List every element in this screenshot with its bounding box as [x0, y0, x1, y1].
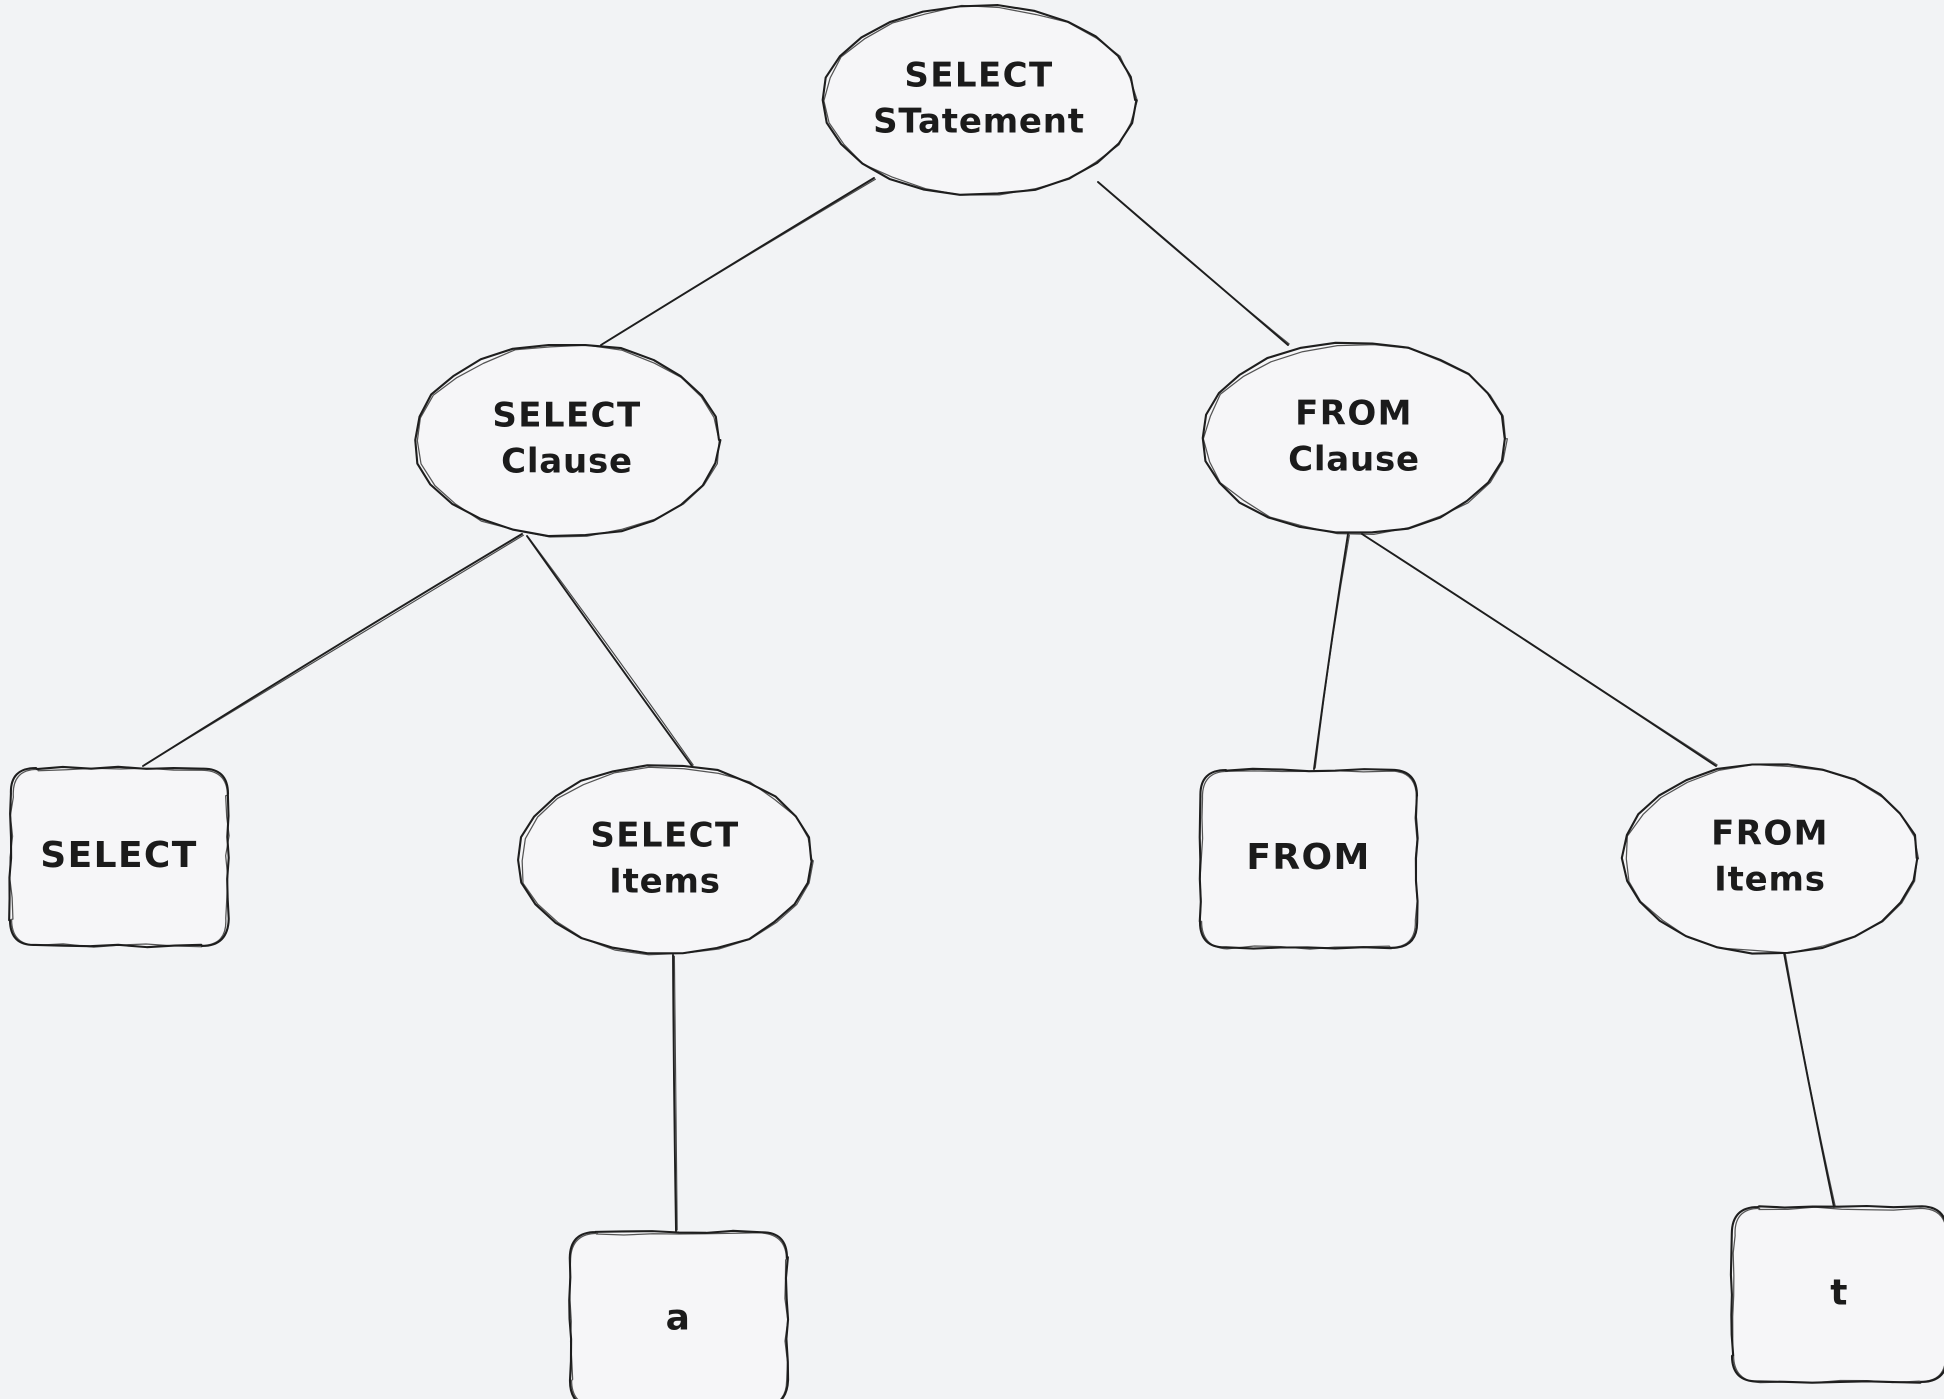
- node-label-select-statement-line-0: SELECT: [904, 56, 1053, 96]
- node-label-select-items-line-0: SELECT: [590, 816, 739, 856]
- node-from-items[interactable]: FROM Items: [1620, 763, 1920, 955]
- node-ellipse-ghost-select-statement: [823, 4, 1139, 196]
- node-ellipse-select-items: [517, 764, 813, 955]
- edge-select-clause-to-select-items[interactable]: [526, 535, 694, 767]
- node-label-from-terminal-line-0: FROM: [1246, 837, 1370, 878]
- edge-select-clause-to-select-terminal[interactable]: [142, 533, 524, 767]
- node-ellipse-from-clause: [1201, 341, 1506, 534]
- edge-from-items-to-from-item-t[interactable]: [1783, 952, 1836, 1208]
- node-rect-ghost-select-terminal: [9, 767, 230, 948]
- node-select-statement[interactable]: SELECT STatement: [821, 4, 1139, 196]
- node-label-select-clause-line-0: SELECT: [492, 396, 641, 436]
- node-label-select-items-line-1: Items: [609, 862, 721, 902]
- node-label-select-terminal-line-0: SELECT: [40, 835, 197, 876]
- node-label-from-clause-line-0: FROM: [1295, 394, 1413, 434]
- nodes-layer: SELECTSTatementSELECTClauseFROMClauseSEL…: [8, 4, 1944, 1399]
- node-from-terminal[interactable]: FROM: [1198, 767, 1419, 950]
- node-rect-from-terminal: [1198, 767, 1419, 950]
- node-label-select-clause-line-1: Clause: [501, 442, 633, 482]
- node-from-item-t[interactable]: t: [1729, 1204, 1944, 1384]
- node-ellipse-select-clause: [414, 343, 722, 538]
- edge-from-clause-to-from-terminal[interactable]: [1313, 533, 1350, 770]
- node-from-clause[interactable]: FROM Clause: [1201, 341, 1508, 536]
- node-label-from-clause-line-1: Clause: [1288, 440, 1420, 480]
- node-ellipse-from-items: [1620, 763, 1919, 955]
- node-select-item-a[interactable]: a: [568, 1229, 790, 1399]
- node-label-from-items-line-1: Items: [1714, 860, 1826, 900]
- edge-select-statement-to-from-clause[interactable]: [1097, 181, 1290, 346]
- node-select-clause[interactable]: SELECT Clause: [414, 343, 722, 538]
- node-rect-ghost-from-item-t: [1731, 1206, 1944, 1384]
- node-ellipse-ghost-select-clause: [416, 344, 720, 538]
- edges-layer: [142, 177, 1836, 1232]
- node-label-select-item-a-line-0: a: [666, 1298, 692, 1339]
- node-select-terminal[interactable]: SELECT: [8, 765, 230, 949]
- node-rect-from-item-t: [1729, 1204, 1944, 1384]
- edge-select-items-to-select-item-a[interactable]: [672, 954, 678, 1232]
- edge-from-clause-to-from-items[interactable]: [1361, 533, 1718, 767]
- node-rect-ghost-select-item-a: [569, 1232, 789, 1399]
- node-select-items[interactable]: SELECT Items: [517, 764, 814, 956]
- node-rect-ghost-from-terminal: [1199, 770, 1418, 950]
- edge-select-statement-to-select-clause[interactable]: [600, 177, 876, 346]
- node-label-from-item-t-line-0: t: [1830, 1273, 1849, 1314]
- node-label-select-statement-line-1: STatement: [873, 102, 1085, 142]
- node-ellipse-ghost-from-items: [1625, 763, 1920, 954]
- node-label-from-items-line-0: FROM: [1711, 814, 1829, 854]
- node-ellipse-ghost-from-clause: [1202, 344, 1508, 536]
- node-ellipse-ghost-select-items: [521, 766, 814, 956]
